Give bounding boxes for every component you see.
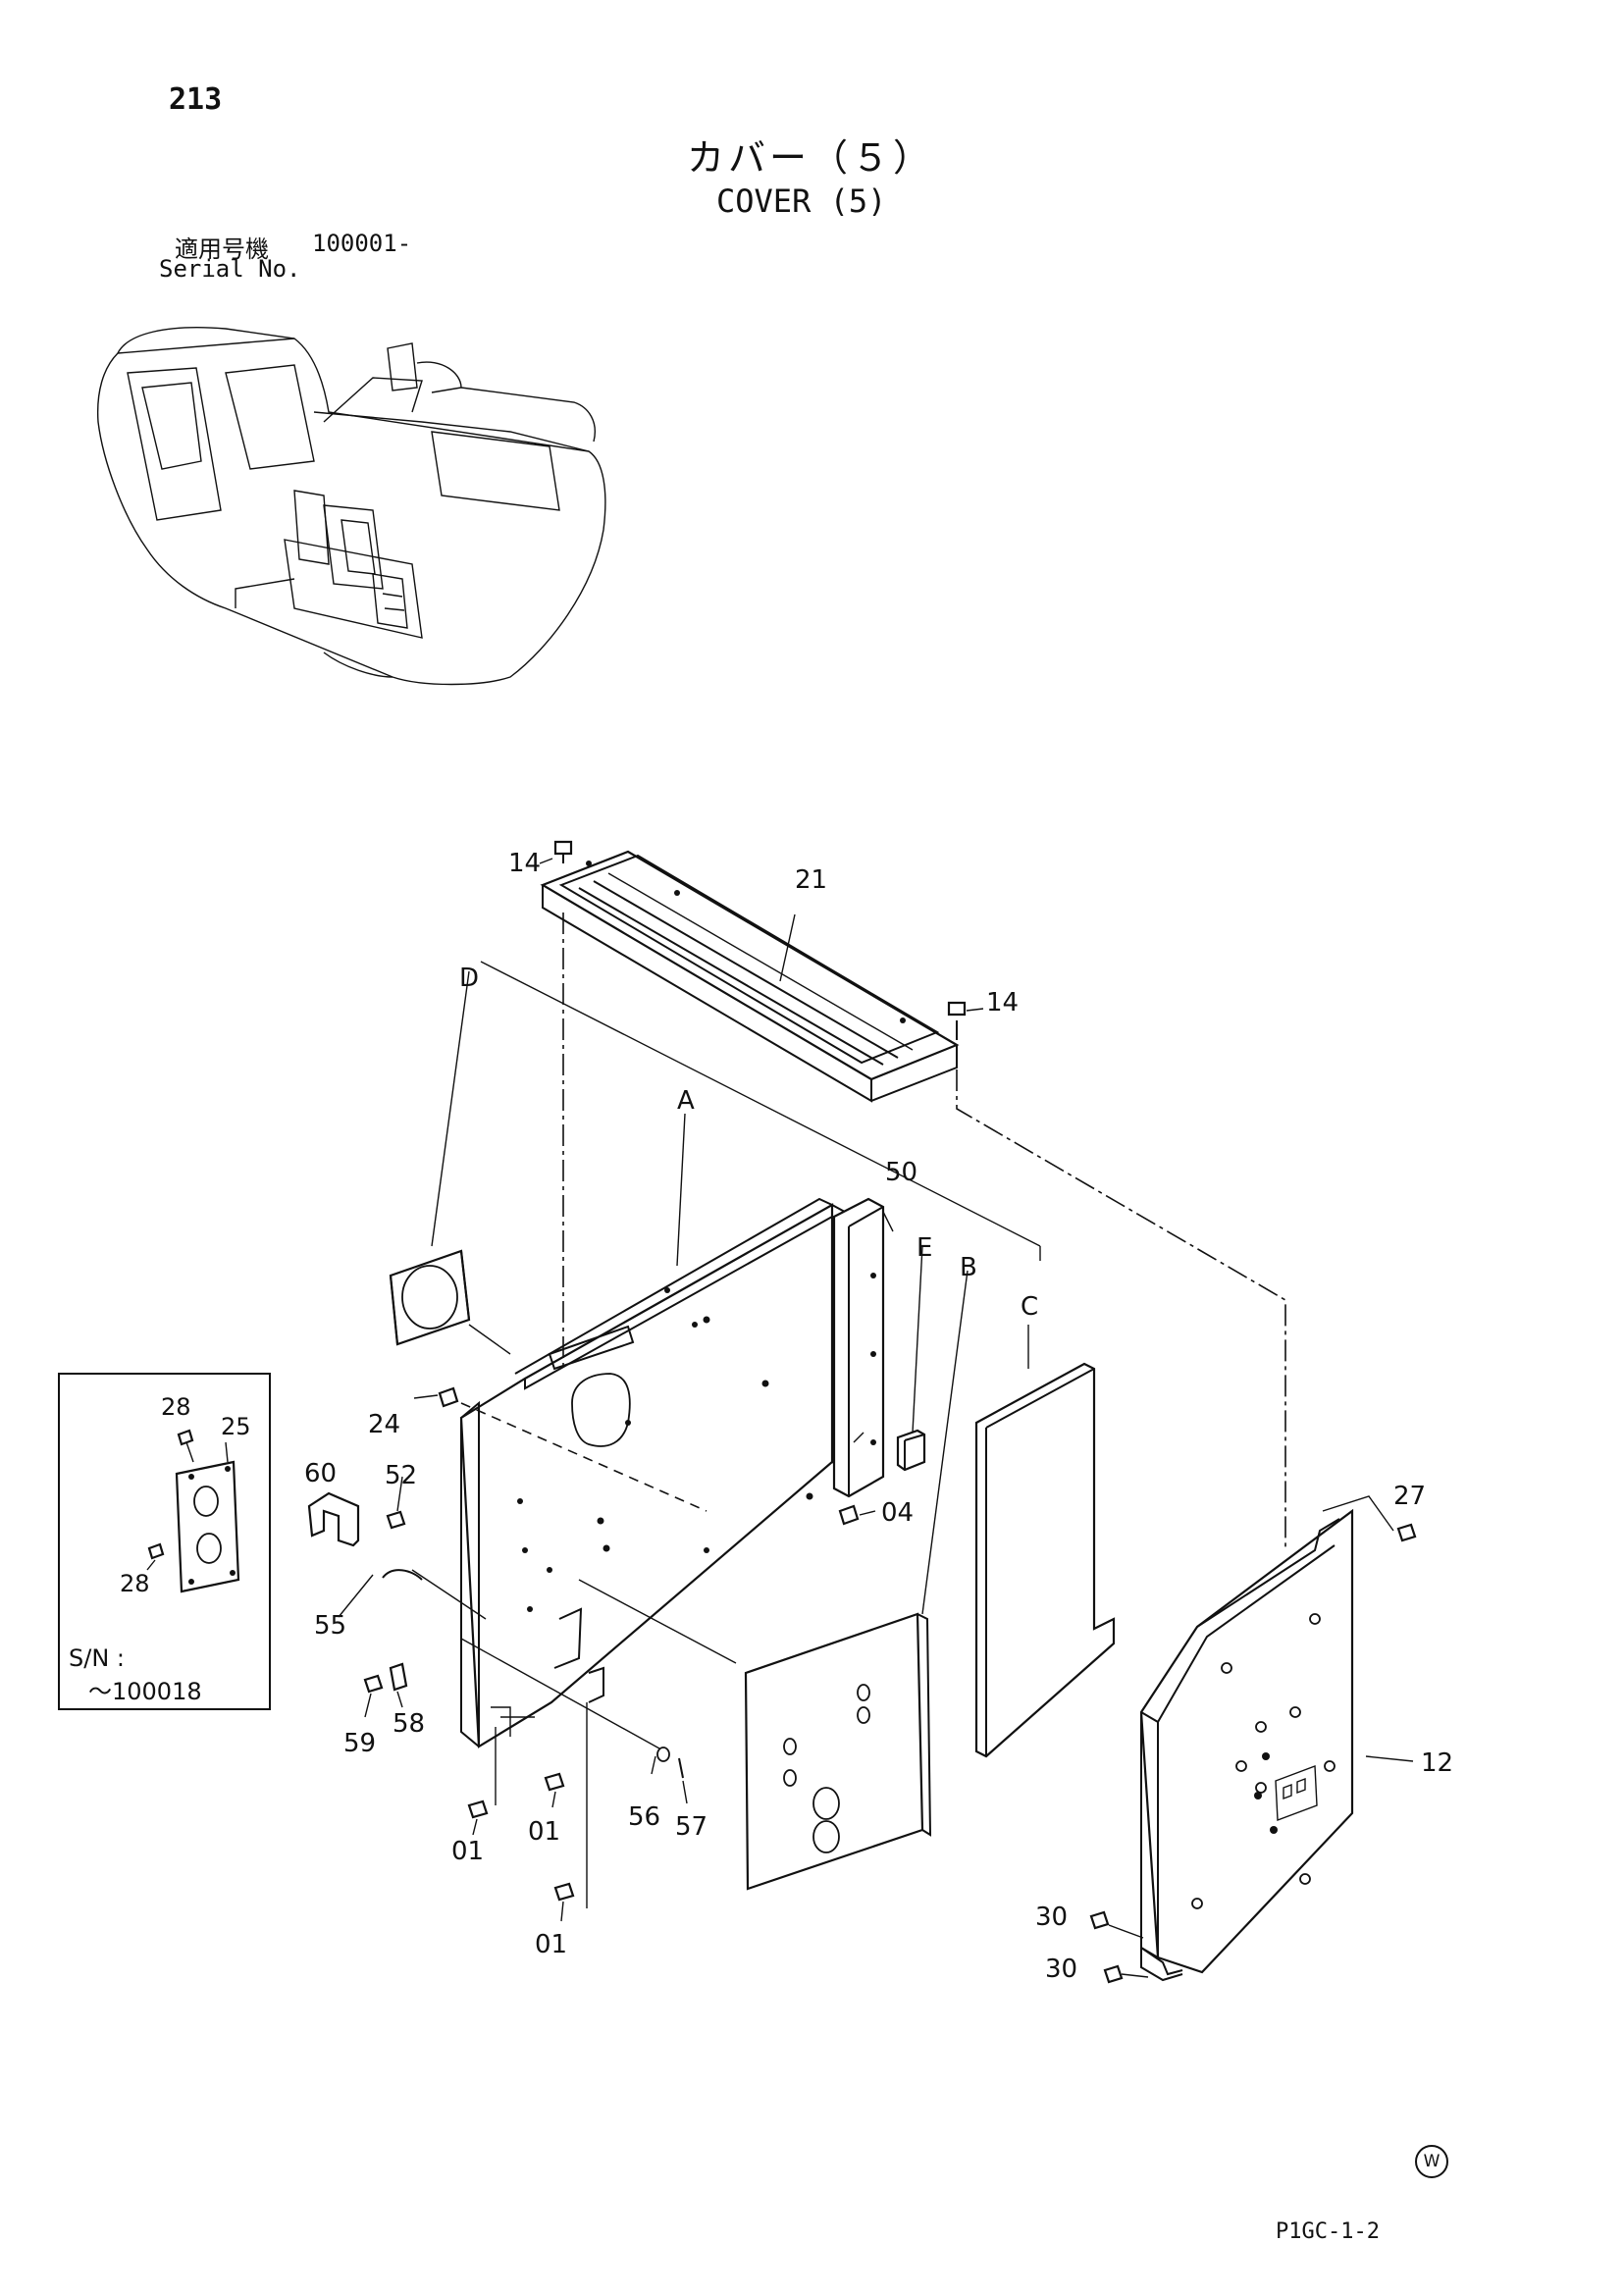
inset-sn-label: S/N :	[69, 1644, 125, 1672]
revision-mark-icon: W	[1415, 2145, 1448, 2178]
inset-callout-28-top: 28	[161, 1393, 191, 1421]
callout-30-lower: 30	[1045, 1955, 1077, 1984]
part-59-bolt	[363, 1674, 384, 1694]
part-b-insulation-panel	[744, 1612, 932, 1891]
part-24-bolt	[438, 1386, 459, 1408]
callout-labels: 14 14 21 D A 50 E B C 24 04 60 52 55 59 …	[304, 849, 1453, 1984]
bolt-14-left	[553, 840, 573, 863]
callout-60: 60	[304, 1459, 337, 1488]
part-01-bolts	[467, 1772, 575, 1902]
part-60-bracket	[307, 1491, 360, 1547]
callout-14-left: 14	[508, 849, 541, 878]
serial-label-english: Serial No.	[159, 255, 301, 283]
callout-24: 24	[368, 1410, 400, 1439]
part-e-spacer-block	[896, 1429, 926, 1472]
callout-d: D	[459, 964, 479, 993]
part-30-bolts	[1089, 1910, 1124, 1984]
callout-04: 04	[881, 1498, 914, 1528]
part-04-bolt	[838, 1504, 860, 1526]
inset-sn-value: ～100018	[88, 1678, 202, 1705]
inset-callout-28-bottom: 28	[120, 1570, 150, 1597]
callout-12: 12	[1421, 1748, 1453, 1778]
part-55-rod	[382, 1569, 423, 1581]
callout-50: 50	[885, 1158, 917, 1187]
serial-range: 100001-	[312, 230, 412, 257]
part-d-grommet-seal	[389, 1249, 471, 1346]
callout-55: 55	[314, 1611, 346, 1641]
part-52-bolt	[386, 1510, 406, 1530]
inset-callout-25: 25	[221, 1413, 251, 1440]
drawing-code: P1GC-1-2	[1276, 2219, 1380, 2244]
callout-27: 27	[1393, 1482, 1426, 1511]
page-number: 213	[169, 82, 223, 117]
bolt-14-right	[947, 1001, 967, 1040]
callout-b: B	[960, 1253, 977, 1282]
callout-01-left: 01	[451, 1837, 484, 1866]
callout-01-middle: 01	[528, 1817, 560, 1847]
callout-a: A	[677, 1086, 695, 1116]
part-50-vertical-seal	[832, 1197, 885, 1498]
part-58-clip	[389, 1662, 408, 1692]
page-title-japanese: カバー（５）	[687, 136, 935, 180]
inset-serial-variant: 28 25 28 S/N : ～100018	[58, 1373, 271, 1710]
part-12-right-panel	[1139, 1508, 1354, 1982]
part-27-bolt	[1396, 1523, 1417, 1542]
callout-30-upper: 30	[1035, 1903, 1068, 1932]
part-21-top-frame	[540, 850, 960, 1103]
callout-58: 58	[393, 1709, 425, 1739]
callout-56: 56	[628, 1802, 660, 1832]
callout-c: C	[1021, 1292, 1038, 1322]
callout-59: 59	[343, 1729, 376, 1758]
callout-21: 21	[795, 865, 827, 895]
callout-14-right: 14	[986, 988, 1019, 1017]
assembly-lines	[338, 858, 1414, 1978]
callout-57: 57	[675, 1812, 707, 1842]
part-c-l-insulation	[974, 1362, 1116, 1758]
callout-01-bottom: 01	[535, 1930, 567, 1959]
callout-e: E	[917, 1233, 932, 1263]
page-title-english: COVER (5)	[716, 183, 887, 220]
part-56-washer	[656, 1747, 670, 1762]
part-a-side-panel	[459, 1197, 855, 1748]
serial-label-japanese: 適用号機	[175, 235, 269, 263]
part-57-pin	[678, 1757, 684, 1779]
excavator-overview-illustration	[96, 327, 606, 686]
callout-52: 52	[385, 1461, 417, 1490]
